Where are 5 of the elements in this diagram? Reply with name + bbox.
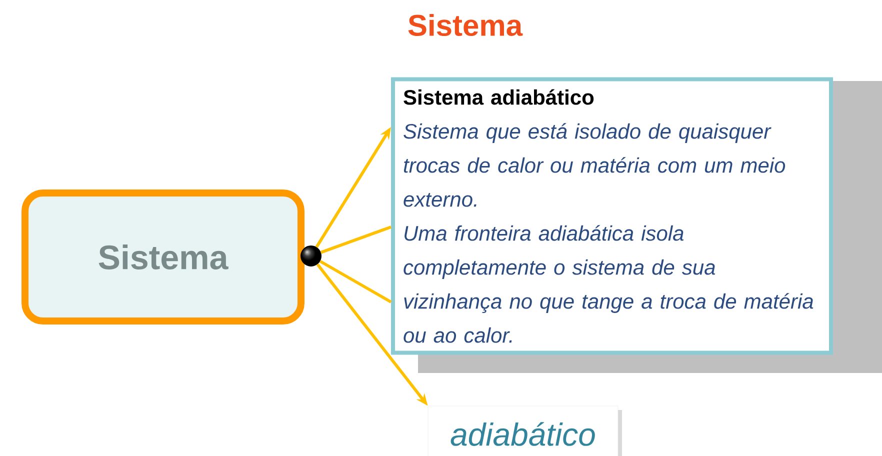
title: Sistema [408,14,523,36]
system-box: Sistema [22,190,304,324]
definition-box: Sistema adiabático Sistema que está isolado de quaisquer trocas de calor ou matéria com um meio externo. Uma fronteira adiabática isola completamente o sistema de sua vizinhança no que tange a troca de matéria ou ao calor. [391,77,882,373]
junction-dot [300,246,322,266]
term-box: adiabático [428,406,622,456]
